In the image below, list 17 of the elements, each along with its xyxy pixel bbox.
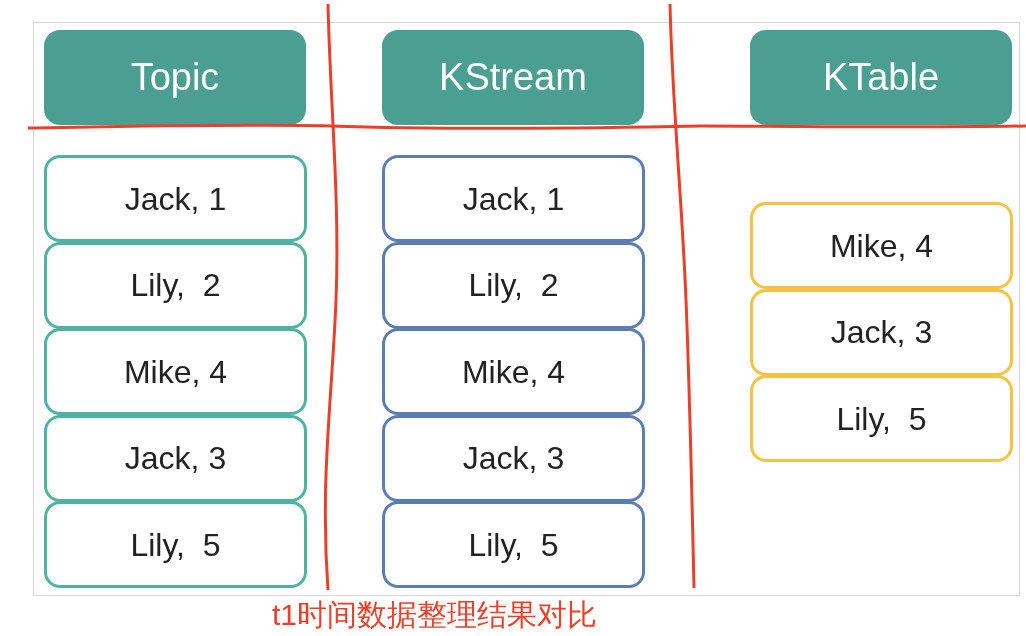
header-box: KStream — [382, 30, 644, 125]
caption: t1时间数据整理结果对比 — [272, 600, 598, 630]
record-box: Jack, 3 — [750, 288, 1013, 376]
record-box: Mike, 4 — [750, 202, 1013, 289]
record-box: Jack, 1 — [382, 155, 645, 242]
record-box: Jack, 3 — [382, 414, 645, 502]
record-box: Lily, 5 — [44, 501, 307, 588]
record-box: Mike, 4 — [44, 328, 307, 415]
record-box: Jack, 1 — [44, 155, 307, 242]
header-box: KTable — [750, 30, 1012, 125]
record-box: Jack, 3 — [44, 414, 307, 502]
record-box: Mike, 4 — [382, 328, 645, 415]
record-box: Lily, 5 — [750, 375, 1013, 462]
record-box: Lily, 2 — [44, 241, 307, 329]
record-box: Lily, 2 — [382, 241, 645, 329]
header-box: Topic — [44, 30, 306, 125]
record-box: Lily, 5 — [382, 501, 645, 588]
